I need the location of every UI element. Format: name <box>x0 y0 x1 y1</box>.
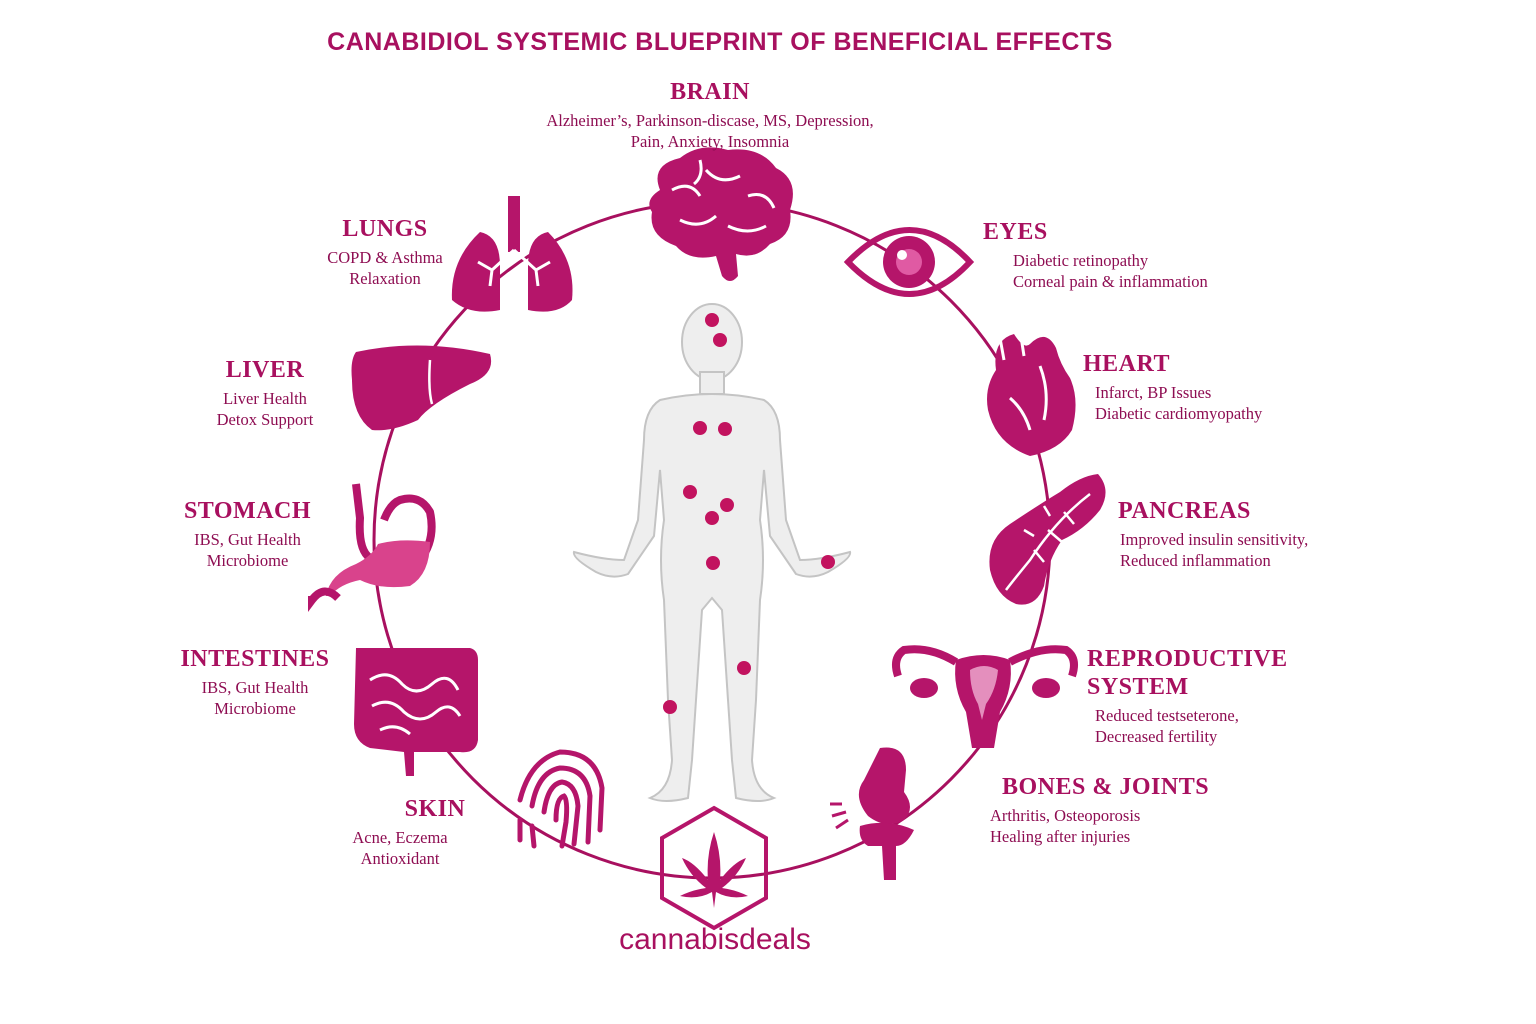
intestines-icon <box>354 648 478 776</box>
marker-dot <box>821 555 835 569</box>
liver-line-1: Liver Health <box>223 389 307 408</box>
reproductive-line-1: Reduced testseterone, <box>1095 706 1239 725</box>
brand-wordmark: cannabisdeals <box>619 923 811 956</box>
bones-line-1: Arthritis, Osteoporosis <box>990 806 1141 825</box>
pancreas-line-2: Reduced inflammation <box>1120 551 1271 570</box>
pancreas-name: PANCREAS <box>1118 498 1251 524</box>
eyes-label-group: EYES Diabetic retinopathy Corneal pain &… <box>983 218 1273 292</box>
bones-label-group: BONES & JOINTS Arthritis, Osteoporosis H… <box>990 773 1262 847</box>
reproductive-line-2: Decreased fertility <box>1095 727 1218 746</box>
marker-dot <box>706 556 720 570</box>
brain-name: BRAIN <box>670 79 750 105</box>
eye-icon <box>843 227 975 297</box>
brain-line-2: Pain, Anxiety, Insomnia <box>630 132 790 151</box>
bones-line-2: Healing after injuries <box>990 827 1131 846</box>
brain-icon <box>649 147 793 281</box>
page-title: CANABIDIOL SYSTEMIC BLUEPRINT OF BENEFIC… <box>327 28 1113 56</box>
marker-dot <box>718 422 732 436</box>
marker-dot <box>663 700 677 714</box>
reproductive-name: REPRODUCTIVE SYSTEM <box>1087 646 1288 700</box>
liver-name: LIVER <box>225 357 305 383</box>
cannabis-logo-icon <box>660 805 768 931</box>
heart-label-group: HEART Infarct, BP Issues Diabetic cardio… <box>1083 350 1333 424</box>
stomach-name: STOMACH <box>183 498 312 524</box>
marker-dot <box>713 333 727 347</box>
reproductive-label-group: REPRODUCTIVE SYSTEM Reduced testseterone… <box>1087 645 1387 747</box>
liver-label-group: LIVER Liver Health Detox Support <box>185 356 345 430</box>
eyes-line-2: Corneal pain & inflammation <box>1013 272 1208 291</box>
brain-label-group: BRAIN Alzheimer’s, Parkinson-discase, MS… <box>470 78 950 152</box>
uterus-icon <box>892 645 1078 748</box>
skin-label-group: SKIN Acne, Eczema Antioxidant <box>320 795 480 869</box>
stomach-line-2: Microbiome <box>206 551 289 570</box>
pancreas-label-group: PANCREAS Improved insulin sensitivity, R… <box>1118 497 1378 571</box>
body-markers <box>663 313 835 714</box>
human-body-figure <box>572 303 852 802</box>
liver-icon <box>351 345 492 431</box>
skin-line-2: Antioxidant <box>360 849 440 868</box>
stomach-label-group: STOMACH IBS, Gut Health Microbiome <box>170 497 325 571</box>
heart-icon <box>987 329 1076 456</box>
marker-dot <box>737 661 751 675</box>
lungs-line-2: Relaxation <box>349 269 421 288</box>
marker-dot <box>693 421 707 435</box>
lungs-label-group: LUNGS COPD & Asthma Relaxation <box>240 215 530 289</box>
liver-line-2: Detox Support <box>216 410 314 429</box>
heart-name: HEART <box>1083 351 1171 377</box>
marker-dot <box>705 313 719 327</box>
lungs-name: LUNGS <box>342 216 428 242</box>
intestines-line-1: IBS, Gut Health <box>201 678 309 697</box>
intestines-line-2: Microbiome <box>214 699 296 718</box>
lungs-icon <box>451 196 573 312</box>
brain-line-1: Alzheimer’s, Parkinson-discase, MS, Depr… <box>546 111 874 130</box>
skin-line-1: Acne, Eczema <box>352 828 448 847</box>
stomach-line-1: IBS, Gut Health <box>194 530 301 549</box>
pancreas-icon <box>989 474 1106 605</box>
pancreas-line-1: Improved insulin sensitivity, <box>1120 530 1309 549</box>
heart-line-1: Infarct, BP Issues <box>1095 383 1212 402</box>
marker-dot <box>720 498 734 512</box>
eyes-line-1: Diabetic retinopathy <box>1013 251 1149 270</box>
marker-dot <box>705 511 719 525</box>
eyes-name: EYES <box>983 219 1048 245</box>
marker-dot <box>683 485 697 499</box>
lungs-line-1: COPD & Asthma <box>327 248 443 267</box>
fingerprint-icon <box>517 749 605 849</box>
heart-line-2: Diabetic cardiomyopathy <box>1095 404 1263 423</box>
intestines-label-group: INTESTINES IBS, Gut Health Microbiome <box>170 645 340 719</box>
intestines-name: INTESTINES <box>180 646 330 672</box>
skin-name: SKIN <box>404 796 466 822</box>
stomach-icon <box>308 483 436 612</box>
knee-joint-icon <box>830 747 914 880</box>
bones-name: BONES & JOINTS <box>1002 774 1210 800</box>
